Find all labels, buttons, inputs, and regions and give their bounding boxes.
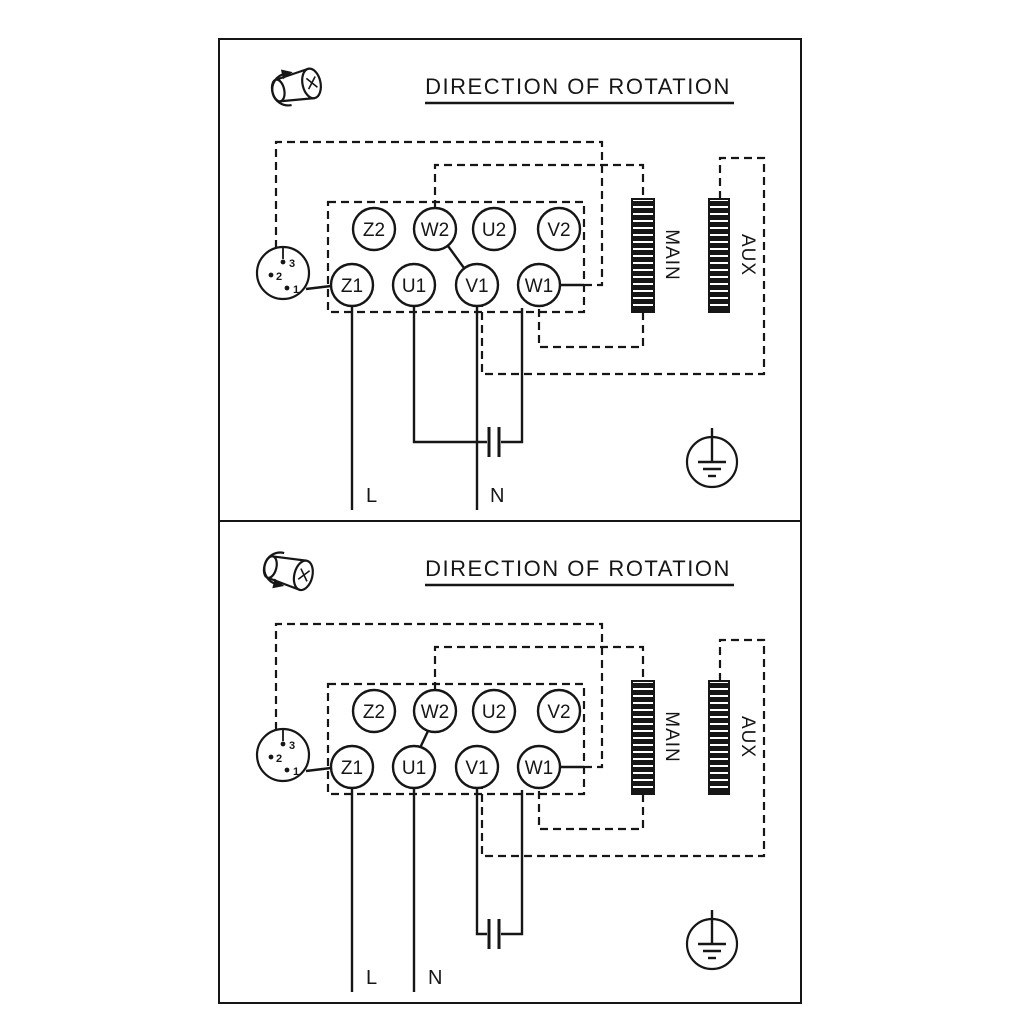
svg-text:1: 1	[293, 284, 299, 296]
neutral-label: N	[490, 485, 504, 507]
svg-text:U1: U1	[402, 758, 426, 779]
terminal-V2: V2	[536, 688, 582, 734]
svg-text:Z2: Z2	[363, 702, 385, 723]
svg-text:W2: W2	[421, 702, 450, 723]
terminal-W2: W2	[412, 688, 458, 734]
wires-dashed	[274, 140, 766, 376]
svg-text:Z2: Z2	[363, 220, 385, 241]
svg-text:2: 2	[276, 753, 282, 765]
svg-text:V1: V1	[465, 758, 488, 779]
main-winding-label: MAIN	[661, 711, 682, 763]
wires-solid	[305, 730, 584, 992]
terminal-box	[326, 200, 586, 314]
terminal-Z1: Z1	[329, 262, 375, 308]
svg-text:U2: U2	[482, 702, 506, 723]
wires-dashed	[274, 622, 766, 858]
main-winding-label: MAIN	[661, 229, 682, 281]
main-winding: MAIN	[631, 680, 682, 795]
rotation-icon	[262, 551, 314, 592]
aux-winding: AUX	[708, 680, 758, 795]
ground-icon	[685, 428, 739, 489]
line-label: L	[366, 967, 377, 989]
terminal-U1: U1	[391, 744, 437, 790]
svg-text:V2: V2	[547, 220, 570, 241]
terminal-V1: V1	[454, 262, 500, 308]
position-selector: 3 2 1	[255, 727, 311, 783]
svg-text:Z1: Z1	[341, 276, 363, 297]
terminal-U1: U1	[391, 262, 437, 308]
capacitor-icon	[487, 427, 501, 457]
terminal-V1: V1	[454, 744, 500, 790]
panel-title: DIRECTION OF ROTATION	[425, 556, 731, 581]
svg-text:3: 3	[289, 258, 295, 270]
svg-text:V1: V1	[465, 276, 488, 297]
svg-text:3: 3	[289, 740, 295, 752]
svg-text:U1: U1	[402, 276, 426, 297]
aux-winding-label: AUX	[737, 234, 758, 276]
svg-text:W1: W1	[525, 758, 554, 779]
svg-text:U2: U2	[482, 220, 506, 241]
diagram-frame: DIRECTION OF ROTATION	[218, 38, 802, 1004]
capacitor-icon	[487, 919, 501, 949]
rotation-icon	[270, 67, 322, 107]
aux-winding: AUX	[708, 198, 758, 313]
terminal-V2: V2	[536, 206, 582, 252]
svg-text:V2: V2	[547, 702, 570, 723]
aux-winding-label: AUX	[737, 716, 758, 758]
svg-text:1: 1	[293, 766, 299, 778]
wiring-panel-bottom: DIRECTION OF ROTATION	[220, 520, 800, 992]
terminal-W1: W1	[516, 744, 562, 790]
line-label: L	[366, 485, 377, 507]
neutral-label: N	[428, 967, 442, 989]
svg-text:W2: W2	[421, 220, 450, 241]
main-winding: MAIN	[631, 198, 682, 313]
terminal-Z2: Z2	[351, 206, 397, 252]
terminal-box	[326, 682, 586, 796]
wiring-panel-top: DIRECTION OF ROTATION	[255, 67, 766, 510]
terminal-Z1: Z1	[329, 744, 375, 790]
svg-text:Z1: Z1	[341, 758, 363, 779]
terminal-W1: W1	[516, 262, 562, 308]
panel-title: DIRECTION OF ROTATION	[425, 74, 731, 99]
svg-text:2: 2	[276, 271, 282, 283]
svg-text:W1: W1	[525, 276, 554, 297]
terminal-W2: W2	[412, 206, 458, 252]
ground-icon	[685, 910, 739, 971]
terminal-U2: U2	[471, 206, 517, 252]
position-selector: 3 2 1	[255, 245, 311, 301]
wires-solid	[305, 245, 584, 510]
terminal-Z2: Z2	[351, 688, 397, 734]
terminal-U2: U2	[471, 688, 517, 734]
